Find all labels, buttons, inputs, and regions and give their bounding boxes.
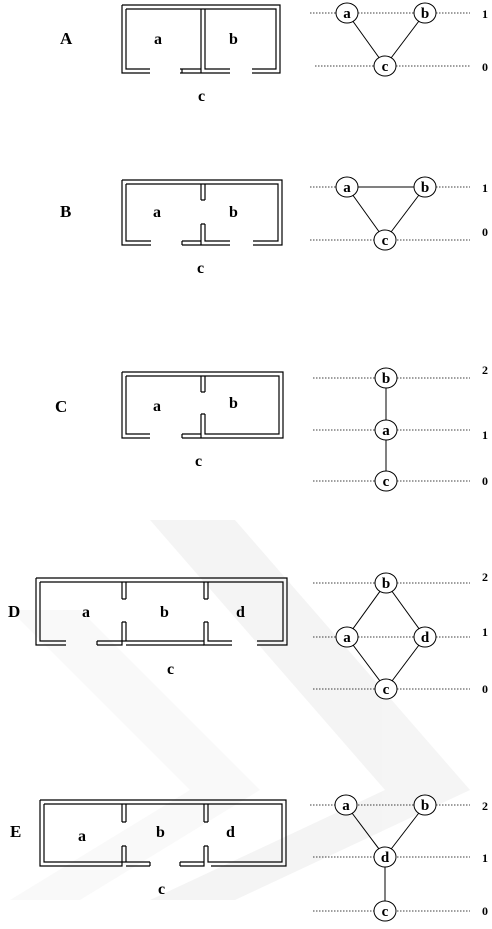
depth-label: 1 bbox=[482, 625, 488, 639]
figure-C: C a b c b a c bbox=[55, 363, 488, 492]
room-label-a: a bbox=[154, 31, 162, 48]
svg-text:c: c bbox=[382, 904, 389, 920]
room-label-b: b bbox=[229, 204, 238, 221]
depth-label: 1 bbox=[482, 181, 488, 195]
room-label-d: d bbox=[236, 604, 245, 621]
svg-text:a: a bbox=[343, 6, 351, 22]
outside-label-c: c bbox=[158, 881, 165, 898]
room-label-b: b bbox=[229, 395, 238, 412]
access-graph-B: a b c 1 0 bbox=[310, 176, 488, 251]
graph-node: b bbox=[413, 794, 437, 816]
graph-node: a bbox=[335, 2, 359, 24]
graph-node: c bbox=[373, 55, 397, 77]
room-label-a: a bbox=[78, 828, 86, 845]
graph-node: c bbox=[374, 678, 398, 700]
room-label-a: a bbox=[153, 398, 161, 415]
figure-label-B: B bbox=[60, 202, 71, 221]
graph-node: b bbox=[374, 572, 398, 594]
graph-node: b bbox=[413, 2, 437, 24]
access-graph-E: a b d c 2 1 0 bbox=[310, 794, 488, 922]
svg-text:d: d bbox=[381, 850, 390, 866]
graph-edge bbox=[385, 582, 426, 638]
graph-node: a bbox=[335, 176, 359, 198]
outside-label-c: c bbox=[198, 88, 205, 105]
figure-E: E a b d c a b bbox=[10, 794, 488, 922]
depth-label: 0 bbox=[482, 682, 488, 696]
graph-edge bbox=[346, 12, 386, 67]
access-graph-D: b a d c 2 1 0 bbox=[313, 570, 488, 700]
figure-D: D a b d c b a bbox=[8, 570, 488, 700]
room-label-b: b bbox=[160, 604, 169, 621]
svg-text:b: b bbox=[382, 576, 390, 592]
depth-label: 1 bbox=[482, 428, 488, 442]
figure-label-E: E bbox=[10, 822, 21, 841]
svg-text:c: c bbox=[382, 59, 389, 75]
graph-node: a bbox=[334, 794, 358, 816]
svg-text:b: b bbox=[421, 798, 429, 814]
depth-label: 1 bbox=[482, 7, 488, 21]
svg-text:a: a bbox=[343, 630, 351, 646]
floor-plan-A: a b c bbox=[121, 4, 281, 105]
outside-label-c: c bbox=[167, 661, 174, 678]
graph-node: a bbox=[335, 626, 359, 648]
access-graph-C: b a c 2 1 0 bbox=[313, 363, 488, 492]
figure-label-C: C bbox=[55, 397, 67, 416]
depth-label: 2 bbox=[482, 363, 488, 377]
depth-label: 0 bbox=[482, 904, 488, 918]
outside-label-c: c bbox=[195, 453, 202, 470]
svg-text:a: a bbox=[343, 180, 351, 196]
graph-edge bbox=[346, 186, 386, 241]
graph-node: b bbox=[413, 176, 437, 198]
graph-edge bbox=[384, 186, 426, 241]
figure-B: B a b c a b c bbox=[60, 176, 488, 277]
depth-label: 2 bbox=[482, 799, 488, 813]
graph-edge bbox=[346, 582, 387, 638]
depth-label: 1 bbox=[482, 851, 488, 865]
figure-label-A: A bbox=[60, 29, 73, 48]
depth-label: 0 bbox=[482, 60, 488, 74]
graph-edge bbox=[384, 12, 426, 67]
figure-A: A a b c a b c 1 bbox=[60, 2, 488, 105]
svg-text:a: a bbox=[342, 798, 350, 814]
floor-plan-B: a b c bbox=[121, 179, 283, 277]
floor-plan-C: a b c bbox=[121, 371, 284, 470]
svg-text:a: a bbox=[382, 423, 390, 439]
graph-node: c bbox=[373, 229, 397, 251]
room-label-a: a bbox=[153, 204, 161, 221]
graph-edge bbox=[384, 804, 426, 858]
depth-label: 0 bbox=[482, 474, 488, 488]
graph-node: d bbox=[373, 846, 397, 868]
floor-plan-E: a b d c bbox=[39, 799, 287, 898]
svg-text:b: b bbox=[421, 6, 429, 22]
graph-node: a bbox=[374, 419, 398, 441]
figure-label-D: D bbox=[8, 602, 20, 621]
room-label-a: a bbox=[82, 604, 90, 621]
svg-text:b: b bbox=[382, 371, 390, 387]
outside-label-c: c bbox=[197, 260, 204, 277]
svg-text:d: d bbox=[421, 630, 430, 646]
room-label-b: b bbox=[156, 824, 165, 841]
room-label-b: b bbox=[229, 31, 238, 48]
depth-label: 0 bbox=[482, 225, 488, 239]
depth-label: 2 bbox=[482, 570, 488, 584]
svg-text:c: c bbox=[383, 682, 390, 698]
graph-node: b bbox=[374, 367, 398, 389]
graph-node: c bbox=[374, 470, 398, 492]
graph-node: d bbox=[413, 626, 437, 648]
room-label-d: d bbox=[226, 824, 235, 841]
svg-text:b: b bbox=[421, 180, 429, 196]
floor-plan-D: a b d c bbox=[35, 577, 288, 678]
graph-node: c bbox=[373, 900, 397, 922]
svg-text:c: c bbox=[383, 474, 390, 490]
svg-text:c: c bbox=[382, 233, 389, 249]
access-graph-A: a b c 1 0 bbox=[310, 2, 488, 77]
watermark-chevron bbox=[10, 520, 470, 900]
